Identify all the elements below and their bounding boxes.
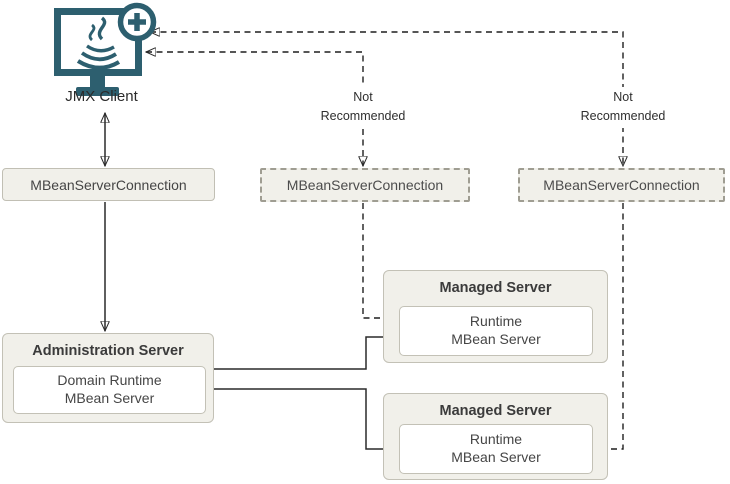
not-recommended-right-line1: Not <box>613 90 633 104</box>
mbeanserverconnection-managedbottom-box: MBeanServerConnection <box>518 168 725 202</box>
runtime-top-line2: MBean Server <box>451 331 541 347</box>
mbeanserverconnection-admin-label: MBeanServerConnection <box>30 176 187 193</box>
runtime-top-line1: Runtime <box>469 313 523 330</box>
monitor-stand <box>90 72 105 88</box>
mbeanserverconnection-admin-box: MBeanServerConnection <box>2 168 215 201</box>
managed-server-bottom-title: Managed Server <box>439 403 552 419</box>
connector-admin-managedbottom <box>203 388 396 449</box>
mbeanserverconnection-managedbottom-label: MBeanServerConnection <box>543 177 700 193</box>
monitor-base <box>76 87 119 96</box>
not-recommended-middle-note: Not Recommended <box>311 87 415 128</box>
mbeanserverconnection-managedtop-box: MBeanServerConnection <box>260 168 470 202</box>
monitor-java-icon <box>54 2 157 96</box>
mbeanserverconnection-managedtop-label: MBeanServerConnection <box>286 177 444 193</box>
administration-server-box: Administration Server Domain Runtime MBe… <box>2 333 214 423</box>
domain-runtime-line1: Domain Runtime <box>57 372 162 389</box>
managed-server-bottom-box: Managed Server Runtime MBean Server <box>383 393 608 480</box>
domain-runtime-mbean-server-box: Domain Runtime MBean Server <box>13 366 206 414</box>
not-recommended-middle-line1: Not <box>353 90 373 104</box>
plus-icon <box>128 13 146 31</box>
jmx-client-label: JMX Client <box>65 88 138 105</box>
managed-server-top-box: Managed Server Runtime MBean Server <box>383 270 608 363</box>
managed-server-top-title: Managed Server <box>439 280 552 296</box>
not-recommended-middle-line2: Recommended <box>320 109 406 124</box>
not-recommended-right-line2: Recommended <box>580 109 666 124</box>
runtime-mbean-server-top-box: Runtime MBean Server <box>399 306 593 356</box>
runtime-bottom-line1: Runtime <box>469 431 523 448</box>
java-logo-icon <box>76 16 121 70</box>
runtime-bottom-line2: MBean Server <box>451 449 541 465</box>
runtime-mbean-server-bottom-box: Runtime MBean Server <box>399 424 593 474</box>
not-recommended-right-note: Not Recommended <box>571 87 675 128</box>
administration-server-title: Administration Server <box>32 343 184 359</box>
domain-runtime-line2: MBean Server <box>64 390 155 406</box>
jmx-client-node: JMX Client <box>44 2 168 108</box>
connector-admin-managedtop <box>203 337 396 370</box>
